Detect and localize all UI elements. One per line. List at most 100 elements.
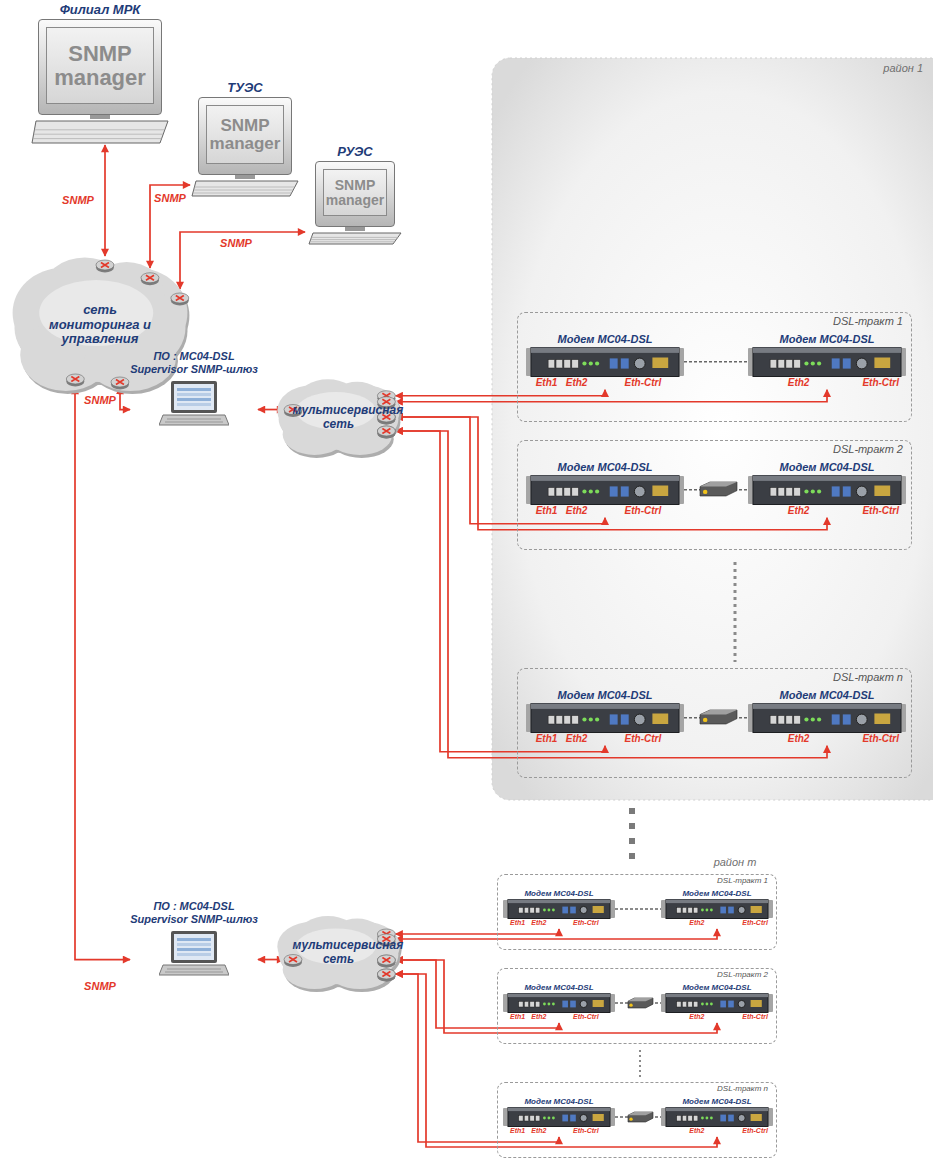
port-name: Eth-Ctrl — [862, 733, 899, 745]
modem-faceplate — [503, 1107, 615, 1127]
path-title: DSL-тракт 2 — [717, 970, 768, 979]
port-slot: Eth2 — [689, 1127, 704, 1135]
network-cloud: мультисервисная сеть — [272, 375, 405, 460]
manager-workstation: РУЭС SNMP manager — [305, 144, 405, 246]
repeater-unit — [698, 481, 738, 497]
router-icon — [377, 955, 395, 968]
path-title-box: DSL-тракт n — [717, 1084, 768, 1093]
port-row: Eth2 Eth-Ctrl — [748, 377, 906, 390]
path-title-box: DSL-тракт 2 — [833, 443, 903, 455]
port-slot: Eth2 — [566, 377, 588, 389]
monitor: SNMP manager — [315, 161, 395, 227]
modem-title: Модем МС04-DSL — [748, 689, 906, 703]
modem-unit: Модем МС04-DSLEth1Eth2Eth-Ctrl — [503, 983, 615, 1023]
port-name: Eth-Ctrl — [625, 505, 662, 517]
router-icon — [377, 969, 395, 982]
port-slot: Eth2 — [566, 733, 588, 745]
modem-title: Модем МС04-DSL — [503, 1097, 615, 1107]
port-slot: Eth2 — [788, 505, 810, 517]
port-name: Eth2 — [689, 1127, 704, 1135]
modem-faceplate — [748, 475, 906, 505]
ellipsis-dot — [629, 823, 635, 829]
district-ground — [492, 58, 933, 800]
modem-title: Модем МС04-DSL — [661, 1097, 773, 1107]
dsl-line — [684, 361, 748, 362]
monitor-screen: SNMP manager — [46, 27, 154, 104]
ethernet-link — [396, 390, 827, 402]
area-title: район m — [714, 856, 757, 868]
router-icon — [377, 426, 395, 439]
port-name: Eth2 — [689, 1013, 704, 1021]
gateway-laptop: ПО : MC04-DSL Supervisor SNMP-шлюз — [130, 350, 258, 429]
port-slot: Eth-Ctrl — [625, 733, 662, 745]
ethernet-link — [396, 929, 717, 939]
dsl-path: Модем МС04-DSLEth1Eth2Eth-CtrlМодем МС04… — [517, 440, 912, 550]
port-name: Eth2 — [531, 1013, 546, 1021]
port-name: Eth-Ctrl — [862, 505, 899, 517]
port-row: Eth2Eth-Ctrl — [661, 1127, 773, 1137]
path-title: DSL-тракт 2 — [833, 443, 903, 455]
port-name: Eth2 — [566, 505, 588, 517]
modem-title: Модем МС04-DSL — [661, 983, 773, 993]
laptop-icon — [159, 929, 229, 979]
port-slot: Eth1 — [510, 1013, 525, 1021]
keyboard — [307, 227, 403, 246]
ethernet-link — [396, 417, 827, 530]
area-title: район 1 — [883, 62, 923, 74]
port-slot: Eth2 — [788, 733, 810, 745]
ellipsis-dots — [639, 1050, 641, 1078]
port-name: Eth-Ctrl — [862, 377, 899, 389]
port-row: Eth2Eth-Ctrl — [661, 919, 773, 929]
port-name: Eth-Ctrl — [742, 1013, 768, 1021]
port-slot: Eth2 — [531, 1127, 546, 1135]
port-slot: Eth2 — [788, 377, 810, 389]
port-row: Eth2 Eth-Ctrl — [661, 1013, 773, 1023]
port-name: Eth1 — [536, 505, 558, 517]
cloud-label-area: мультисервисная сеть — [272, 375, 405, 460]
port-row: Eth2 Eth-Ctrl — [748, 733, 906, 746]
modem-unit: Модем МС04-DSL Eth2Eth-Ctrl — [661, 1097, 773, 1137]
cloud-label-area: сеть мониторинга и управления — [5, 250, 195, 400]
network-cloud: мультисервисная сеть — [272, 912, 405, 994]
ellipsis-dot — [629, 853, 635, 859]
cloud-label-area: мультисервисная сеть — [272, 912, 405, 994]
port-slot: Eth2 — [566, 505, 588, 517]
path-title: DSL-тракт n — [717, 1084, 768, 1093]
port-slot: Eth2 — [689, 1013, 704, 1021]
path-title: DSL-тракт 1 — [717, 876, 768, 885]
path-title-box: DSL-тракт 1 — [833, 315, 903, 327]
protocol-label: SNMP — [218, 237, 254, 249]
port-name: Eth1 — [510, 1013, 525, 1021]
port-name: Eth2 — [566, 733, 588, 745]
protocol-label: SNMP — [152, 192, 188, 204]
workstation-title: Филиал МРК — [20, 2, 180, 17]
dsl-path: Модем МС04-DSLEth1Eth2Eth-CtrlМодем МС04… — [497, 1082, 777, 1158]
repeater-unit — [626, 997, 654, 1009]
port-row: Eth1Eth2Eth-Ctrl — [526, 377, 684, 390]
dsl-path: Модем МС04-DSLEth1Eth2Eth-CtrlМодем МС04… — [497, 874, 777, 950]
repeater-unit — [626, 1111, 654, 1123]
workstation-title: РУЭС — [305, 144, 405, 159]
monitor: SNMP manager — [38, 19, 162, 115]
protocol-label: SNMP — [82, 980, 118, 992]
port-slot: Eth2 — [531, 1013, 546, 1021]
screen-text: SNMP manager — [207, 117, 283, 153]
ellipsis-dot — [629, 808, 635, 814]
network-cloud: сеть мониторинга и управления — [5, 250, 195, 400]
modem-title: Модем МС04-DSL — [503, 889, 615, 899]
port-slot: Eth-Ctrl — [573, 919, 599, 927]
modem-title: Модем МС04-DSL — [526, 333, 684, 347]
port-row: Eth1Eth2Eth-Ctrl — [503, 919, 615, 929]
ethernet-link — [396, 929, 559, 934]
ethernet-link — [150, 185, 190, 268]
software-label: ПО : MC04-DSL Supervisor SNMP-шлюз — [130, 350, 258, 376]
gateway-laptop: ПО : MC04-DSL Supervisor SNMP-шлюз — [130, 900, 258, 979]
router-icon — [111, 377, 129, 390]
port-slot: Eth-Ctrl — [573, 1013, 599, 1021]
port-slot: Eth1 — [536, 733, 558, 745]
modem-faceplate — [661, 993, 773, 1013]
modem-unit: Модем МС04-DSL Eth2 Eth-Ctrl — [661, 983, 773, 1023]
modem-faceplate — [661, 1107, 773, 1127]
modem-faceplate — [503, 899, 615, 919]
